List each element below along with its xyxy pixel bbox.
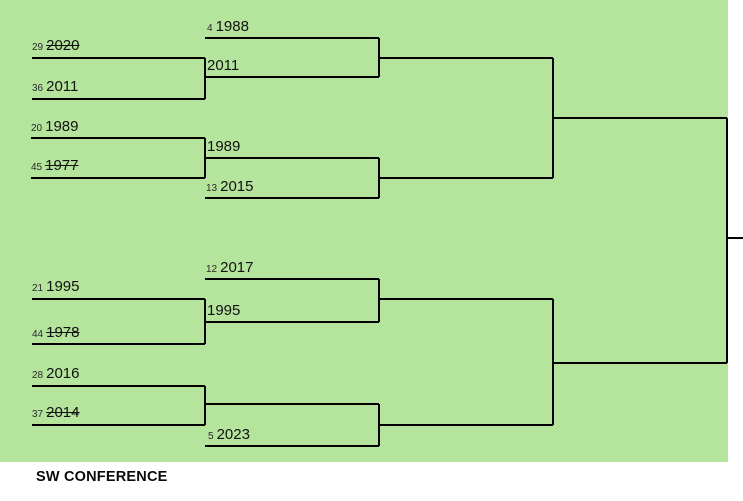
seed-number: 45 — [31, 162, 43, 173]
team-name: 1977 — [45, 157, 79, 174]
team-name: 2017 — [220, 259, 254, 276]
team-name: 2015 — [220, 178, 254, 195]
seed-number: 29 — [32, 42, 44, 53]
team-name: 1989 — [207, 138, 241, 155]
seed-number: 21 — [32, 283, 44, 294]
conference-panel-background — [0, 0, 728, 462]
seed-number: 20 — [31, 123, 43, 134]
team-name: 2023 — [216, 426, 250, 443]
team-name: 1978 — [46, 324, 80, 341]
team-name: 2016 — [46, 365, 80, 382]
team-name: 2020 — [46, 37, 80, 54]
seed-number: 12 — [206, 264, 218, 275]
team-name: 1995 — [46, 278, 80, 295]
team-name: 2014 — [46, 404, 80, 421]
conference-label: SW CONFERENCE — [36, 469, 168, 485]
seed-number: 28 — [32, 370, 44, 381]
team-name: 1988 — [215, 18, 249, 35]
team-name: 1995 — [207, 302, 241, 319]
team-name: 2011 — [46, 78, 79, 95]
seed-number: 36 — [32, 83, 44, 94]
seed-number: 13 — [206, 183, 218, 194]
seed-number: 4 — [207, 23, 213, 34]
seed-number: 44 — [32, 329, 44, 340]
bracket-slot-r2-m3-bottom[interactable]: 1995 — [204, 303, 240, 319]
bracket-slot-r2-m1-bottom[interactable]: 2011 — [204, 58, 239, 74]
seed-number: 37 — [32, 409, 44, 420]
seed-number: 5 — [208, 431, 214, 442]
team-name: 1989 — [45, 118, 79, 135]
team-name: 2011 — [207, 57, 240, 74]
bracket-slot-r2-m2-top[interactable]: 1989 — [204, 139, 240, 155]
